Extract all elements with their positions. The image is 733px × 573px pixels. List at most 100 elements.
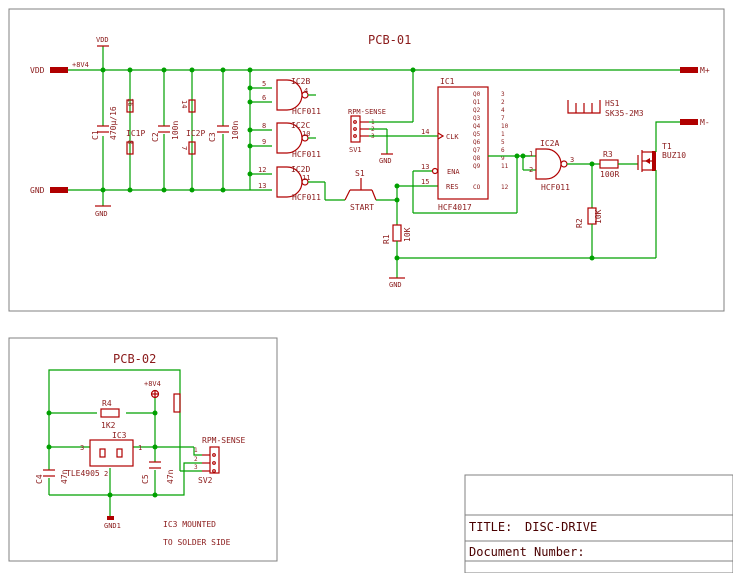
gnd-symbol-3: GND bbox=[389, 281, 402, 289]
m-minus-connector: M- bbox=[680, 118, 710, 127]
connector-sv2: RPM-SENSE SV2 1 2 3 bbox=[194, 436, 246, 485]
capacitor-c3: C3 100n bbox=[208, 70, 240, 190]
svg-text:2: 2 bbox=[104, 470, 108, 478]
pcb02-supply: +8V4 bbox=[144, 380, 161, 399]
svg-text:1: 1 bbox=[138, 444, 142, 452]
svg-text:15: 15 bbox=[421, 178, 429, 186]
resistor-r4: R4 1K2 bbox=[100, 399, 120, 430]
svg-text:Q1: Q1 bbox=[473, 99, 481, 106]
mosfet-t1: T1 BUZ10 bbox=[637, 142, 686, 172]
svg-text:HCF011: HCF011 bbox=[541, 183, 570, 192]
svg-text:9: 9 bbox=[501, 155, 505, 162]
plus8v4-label: +8V4 bbox=[72, 61, 89, 69]
svg-text:HCF011: HCF011 bbox=[292, 107, 321, 116]
svg-text:HCF4017: HCF4017 bbox=[438, 203, 472, 212]
note-line-2: TO SOLDER SIDE bbox=[163, 538, 231, 547]
nand-gate-ic2c: IC2C 8 9 10 HCF011 bbox=[262, 121, 321, 159]
svg-text:+8V4: +8V4 bbox=[144, 380, 161, 388]
svg-text:100R: 100R bbox=[600, 170, 619, 179]
svg-text:C1: C1 bbox=[91, 130, 100, 140]
hall-sensor-ic3: IC3 TLE4905 3 1 2 bbox=[66, 431, 142, 478]
svg-text:IC3: IC3 bbox=[112, 431, 127, 440]
svg-text:3: 3 bbox=[570, 156, 574, 164]
capacitor-c5: C5 47n bbox=[141, 461, 175, 484]
svg-text:47n: 47n bbox=[166, 469, 175, 484]
svg-text:5: 5 bbox=[501, 139, 505, 146]
ic1p-power: IC1P 16 8 bbox=[126, 70, 145, 190]
connector-sv1: RPM-SENSE SV1 1 2 3 bbox=[348, 108, 386, 154]
svg-text:10: 10 bbox=[501, 123, 509, 130]
svg-text:IC2P: IC2P bbox=[186, 129, 205, 138]
gate-input-bus bbox=[247, 70, 272, 191]
gnd-left-label: GND bbox=[30, 186, 45, 195]
svg-text:C3: C3 bbox=[208, 132, 217, 142]
rail-junctions bbox=[100, 67, 416, 193]
title-label: TITLE: bbox=[469, 520, 512, 534]
svg-text:CO: CO bbox=[473, 184, 481, 191]
svg-text:10K: 10K bbox=[594, 209, 603, 224]
vdd-connector: VDD bbox=[30, 66, 68, 75]
svg-text:100n: 100n bbox=[231, 121, 240, 140]
svg-text:1: 1 bbox=[501, 131, 505, 138]
svg-text:SK35-2M3: SK35-2M3 bbox=[605, 109, 644, 118]
svg-text:Q6: Q6 bbox=[473, 139, 481, 146]
svg-text:13: 13 bbox=[421, 163, 429, 171]
svg-text:12: 12 bbox=[501, 184, 509, 191]
svg-text:1: 1 bbox=[194, 447, 198, 454]
svg-text:R2: R2 bbox=[575, 218, 584, 228]
title-block bbox=[464, 474, 733, 573]
pcb01-title: PCB-01 bbox=[368, 33, 411, 47]
resistor-r2: R2 10K bbox=[575, 164, 603, 261]
svg-text:SV2: SV2 bbox=[198, 476, 213, 485]
svg-text:BUZ10: BUZ10 bbox=[662, 151, 686, 160]
svg-text:CLK: CLK bbox=[446, 133, 459, 141]
svg-text:RPM-SENSE: RPM-SENSE bbox=[348, 108, 386, 116]
gnd1-symbol: GND1 bbox=[104, 516, 121, 530]
svg-text:3: 3 bbox=[194, 464, 198, 471]
svg-text:IC2C: IC2C bbox=[291, 121, 310, 130]
svg-text:7: 7 bbox=[180, 146, 188, 150]
svg-text:10K: 10K bbox=[403, 227, 412, 242]
svg-text:C4: C4 bbox=[35, 474, 44, 484]
svg-text:Q4: Q4 bbox=[473, 123, 481, 130]
svg-text:Q9: Q9 bbox=[473, 163, 481, 170]
svg-text:M+: M+ bbox=[700, 66, 710, 75]
vdd-rail bbox=[68, 46, 680, 71]
resistor-r1: R1 10K GND bbox=[382, 224, 412, 289]
svg-text:Q2: Q2 bbox=[473, 107, 481, 114]
vdd-symbol: VDD bbox=[96, 36, 109, 47]
document-number-label: Document Number: bbox=[469, 545, 585, 559]
svg-text:12: 12 bbox=[258, 166, 266, 174]
svg-text:11: 11 bbox=[501, 163, 509, 170]
svg-text:M-: M- bbox=[700, 118, 710, 127]
gnd-rail bbox=[68, 189, 250, 206]
svg-text:2: 2 bbox=[501, 99, 505, 106]
svg-text:SV1: SV1 bbox=[349, 146, 362, 154]
pcb02-frame bbox=[8, 337, 278, 562]
capacitor-c2: C2 100n bbox=[151, 70, 180, 190]
svg-text:Q3: Q3 bbox=[473, 115, 481, 122]
svg-text:47n: 47n bbox=[60, 469, 69, 484]
sv1-wiring: GND bbox=[369, 70, 438, 165]
svg-text:Q0: Q0 bbox=[473, 91, 481, 98]
svg-text:R3: R3 bbox=[603, 150, 613, 159]
svg-text:HCF011: HCF011 bbox=[292, 150, 321, 159]
svg-text:IC2B: IC2B bbox=[291, 77, 310, 86]
vdd-top-label: VDD bbox=[96, 36, 109, 44]
svg-text:RES: RES bbox=[446, 183, 459, 191]
svg-text:T1: T1 bbox=[662, 142, 672, 151]
title-value: DISC-DRIVE bbox=[525, 520, 597, 534]
svg-text:RPM-SENSE: RPM-SENSE bbox=[202, 436, 246, 445]
counter-ic1: IC1 HCF4017 CLK 14 ENA 13 RES 15 Q0 Q1 Q… bbox=[413, 77, 509, 212]
vdd-left-label: VDD bbox=[30, 66, 45, 75]
svg-text:IC1: IC1 bbox=[440, 77, 455, 86]
ic2p-power: IC2P 14 7 bbox=[180, 70, 205, 190]
resistor-r3: R3 100R bbox=[599, 150, 638, 179]
nand-gate-ic2a: IC2A 1 2 3 HCF011 bbox=[520, 139, 600, 192]
svg-text:3: 3 bbox=[80, 444, 84, 452]
svg-text:4: 4 bbox=[501, 107, 505, 114]
svg-text:3: 3 bbox=[501, 91, 505, 98]
t1-drain-wire bbox=[655, 121, 680, 152]
svg-text:14: 14 bbox=[421, 128, 429, 136]
